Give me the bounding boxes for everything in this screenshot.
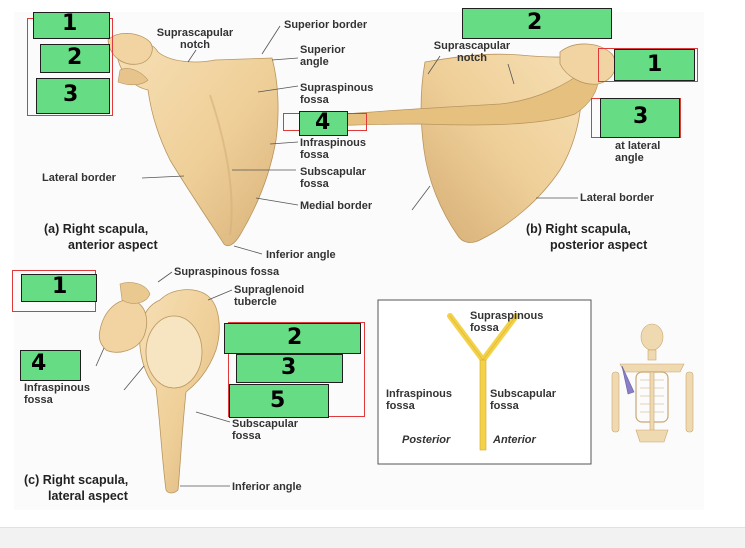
label-c-supraspinous-fossa: Supraspinous fossa	[174, 266, 280, 278]
leader-lines-c	[95, 271, 233, 487]
label-a-superior-angle: Superior angle	[300, 44, 346, 68]
answer-box-a-bot[interactable]: 3	[36, 78, 110, 114]
legend-supraspinous: Supraspinous fossa	[470, 310, 544, 334]
scapula-anterior-bone	[107, 33, 279, 247]
legend-infraspinous: Infraspinous fossa	[386, 388, 453, 412]
leader-lines-a	[141, 25, 299, 255]
answer-box-c-r1[interactable]: 2	[224, 323, 361, 354]
answer-box-a-top[interactable]: 1	[33, 12, 110, 39]
caption-c-line2: lateral aspect	[48, 489, 128, 503]
label-c-inferior-angle: Inferior angle	[232, 481, 302, 493]
label-b-at-lateral-angle: at lateral angle	[615, 140, 661, 164]
legend-subscapular: Subscapular fossa	[490, 388, 557, 412]
answer-box-c-r2[interactable]: 3	[236, 354, 343, 383]
label-b-suprascapular-notch: Suprascapular notch	[433, 40, 511, 64]
caption-b-line1: (b) Right scapula,	[526, 222, 631, 236]
red-outline-b-right	[598, 48, 698, 82]
answer-box-b-mid[interactable]: 4	[299, 111, 348, 136]
label-a-superior-border: Superior border	[284, 19, 368, 31]
label-a-inferior-angle: Inferior angle	[266, 249, 336, 261]
label-c-supraglenoid-tubercle: Supraglenoid tubercle	[234, 284, 305, 308]
label-a-suprascapular-notch: Suprascapular notch	[156, 27, 234, 51]
skeleton-thumbnail	[611, 323, 694, 443]
scapula-lateral-bone	[98, 282, 220, 494]
fossa-legend-diagram	[377, 299, 592, 465]
label-a-supraspinous-fossa: Supraspinous fossa	[300, 82, 374, 106]
scapula-posterior-bone	[299, 43, 616, 243]
label-c-infraspinous-fossa: Infraspinous fossa	[24, 382, 91, 406]
caption-a-line2: anterior aspect	[68, 238, 158, 252]
answer-box-c-r3[interactable]: 5	[229, 384, 329, 418]
label-c-subscapular-fossa: Subscapular fossa	[232, 418, 299, 442]
leader-lines-b	[411, 55, 578, 211]
answer-box-c-left[interactable]: 4	[20, 350, 81, 381]
label-a-infraspinous-fossa: Infraspinous fossa	[300, 137, 367, 161]
legend-anterior: Anterior	[493, 434, 536, 446]
answer-box-b-top[interactable]: 2	[462, 8, 612, 39]
label-a-subscapular-fossa: Subscapular fossa	[300, 166, 367, 190]
bottom-bar	[0, 527, 745, 548]
caption-c-line1: (c) Right scapula,	[24, 473, 129, 487]
answer-box-b-right[interactable]: 1	[614, 49, 695, 81]
label-b-lateral-border: Lateral border	[580, 192, 654, 204]
legend-posterior: Posterior	[402, 434, 451, 446]
answer-box-b-right2[interactable]: 3	[600, 98, 680, 138]
caption-a-line1: (a) Right scapula,	[44, 222, 149, 236]
answer-box-c-top[interactable]: 1	[21, 274, 97, 302]
label-a-lateral-border: Lateral border	[42, 172, 116, 184]
label-a-medial-border: Medial border	[300, 200, 373, 212]
answer-box-a-mid[interactable]: 2	[40, 44, 110, 73]
caption-b-line2: posterior aspect	[550, 238, 648, 252]
